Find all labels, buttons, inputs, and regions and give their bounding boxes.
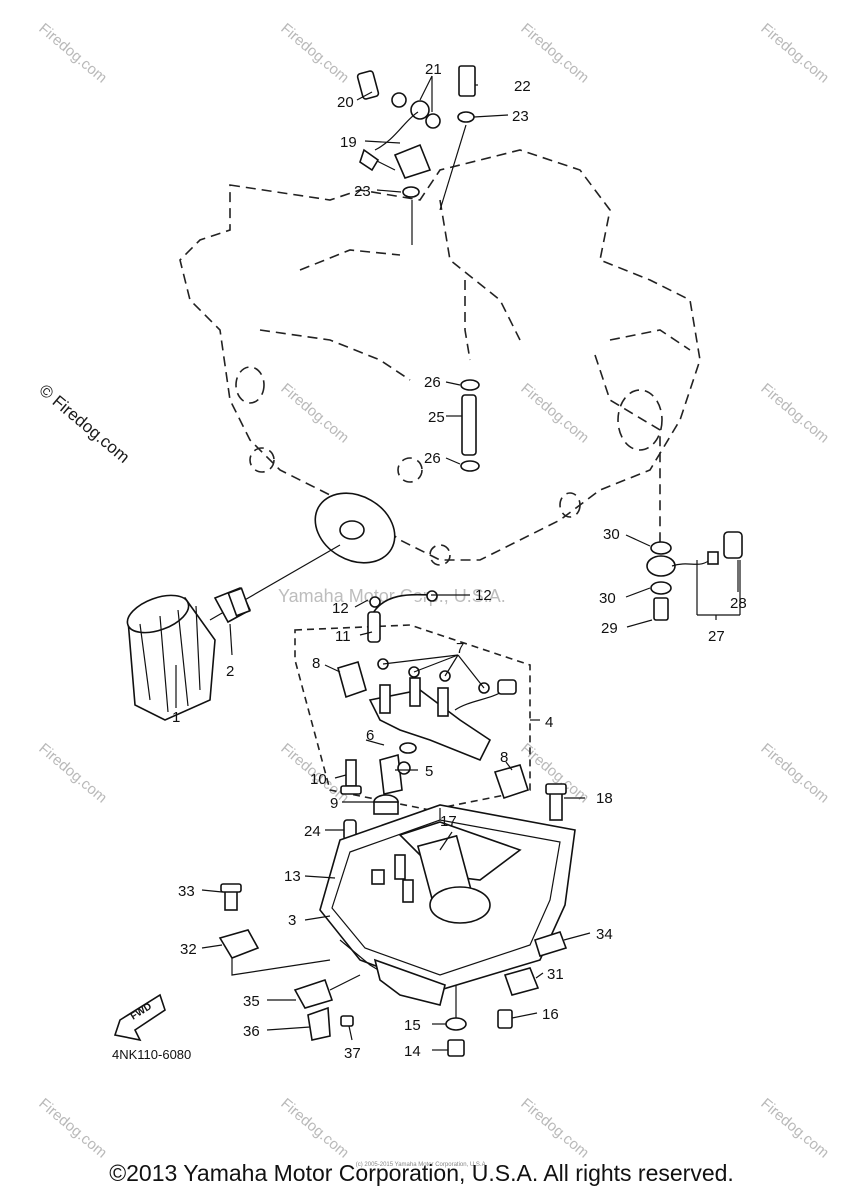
callout-11: 11 (335, 628, 351, 645)
callout-15: 15 (404, 1017, 421, 1034)
callout-22: 22 (514, 78, 531, 95)
callout-6: 6 (366, 727, 374, 744)
diagram-code: 4NK110-6080 (112, 1047, 192, 1062)
strainer-assembly (294, 590, 540, 811)
oil-filter (126, 544, 341, 721)
watermark: Firedog.com (757, 740, 832, 807)
fwd-arrow-icon: FWD (113, 993, 166, 1042)
watermark: Firedog.com (35, 1095, 110, 1162)
filter-mount-plate (314, 492, 396, 564)
callout-17: 17 (440, 813, 457, 830)
watermark: Firedog.com (757, 20, 832, 87)
callout-18: 18 (596, 790, 613, 807)
callout-21: 21 (425, 61, 442, 78)
callout-3: 3 (288, 912, 296, 929)
callout-7: 7 (456, 640, 464, 657)
callout-32: 32 (180, 941, 197, 958)
callout-12: 12 (332, 600, 349, 617)
engine-outline (179, 149, 701, 566)
callout-23: 23 (512, 108, 529, 125)
watermark-center: Yamaha Motor Corp., U.S.A. (278, 586, 506, 606)
watermark-side: © Firedog.com (35, 381, 133, 467)
callout-28: 28 (730, 595, 747, 612)
callout-36: 36 (243, 1023, 260, 1040)
callout-5: 5 (425, 763, 433, 780)
callout-26: 26 (424, 374, 441, 391)
brackets-and-bolts (218, 883, 568, 1041)
watermark: Firedog.com (35, 20, 110, 87)
watermark: Firedog.com (517, 380, 592, 447)
tiny-copyright: (c) 2005-2015 Yamaha Motor Corporation, … (355, 1162, 488, 1168)
callout-14: 14 (404, 1043, 421, 1060)
watermark: Firedog.com (517, 20, 592, 87)
callout-1: 1 (172, 709, 180, 726)
oil-level-switch (646, 531, 743, 621)
callout-19: 19 (340, 134, 357, 151)
callout-33: 33 (178, 883, 195, 900)
callout-35: 35 (243, 993, 260, 1010)
callout-9: 9 (330, 795, 338, 812)
callout-23b: 23 (354, 183, 371, 200)
watermark: Firedog.com (757, 1095, 832, 1162)
callout-12b: 12 (475, 587, 492, 604)
callout-16: 16 (542, 1006, 559, 1023)
callout-2: 2 (226, 663, 234, 680)
callout-20: 20 (337, 94, 354, 111)
copyright-notice: ©2013 Yamaha Motor Corporation, U.S.A. A… (109, 1160, 734, 1186)
oil-pan (319, 804, 576, 1057)
top-oil-pipe-assembly (356, 65, 476, 245)
callout-10: 10 (310, 771, 327, 788)
watermark: Firedog.com (277, 380, 352, 447)
small-fasteners (340, 759, 567, 841)
callout-27: 27 (708, 628, 725, 645)
watermark: Firedog.com (277, 20, 352, 87)
callout-4: 4 (545, 714, 553, 731)
callout-37: 37 (344, 1045, 361, 1062)
callout-24: 24 (304, 823, 321, 840)
callout-8b: 8 (500, 749, 508, 766)
oil-delivery-pipe (460, 379, 480, 472)
callout-13: 13 (284, 868, 301, 885)
watermark: Firedog.com (517, 1095, 592, 1162)
watermark: Firedog.com (757, 380, 832, 447)
callout-30b: 30 (599, 590, 616, 607)
union-bolt (175, 586, 252, 708)
callout-31: 31 (547, 966, 564, 983)
callout-8: 8 (312, 655, 320, 672)
callout-30: 30 (603, 526, 620, 543)
callout-25: 25 (428, 409, 445, 426)
callout-29: 29 (601, 620, 618, 637)
callout-numbers: 1 2 3 4 5 6 7 8 8 9 10 11 12 12 13 14 15… (172, 61, 747, 1062)
watermark: Firedog.com (35, 740, 110, 807)
leader-lines (201, 75, 739, 1051)
callout-26b: 26 (424, 450, 441, 467)
watermark: Firedog.com (277, 1095, 352, 1162)
callout-34: 34 (596, 926, 613, 943)
